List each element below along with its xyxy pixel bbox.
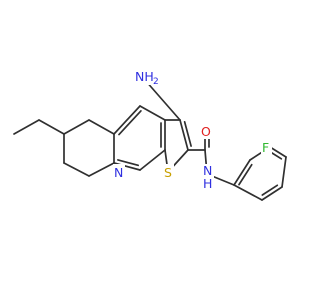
thiophene-sulfur-label: S (163, 164, 174, 180)
amide-nh-label: N H (202, 163, 214, 191)
bond-nR-c8a-inner (117, 159, 139, 167)
pyridine-nitrogen-label: N (113, 164, 125, 180)
amino-group-label: NH 2 (133, 68, 159, 87)
bond-c4a-c10 (113, 105, 141, 135)
bond-a5-a6 (261, 186, 283, 201)
bond-c8-c8a (88, 162, 115, 177)
bond-c5-c4a (88, 119, 115, 135)
bond-layer (13, 79, 287, 201)
bond-c10-c3a (139, 105, 166, 121)
bond-c2-c3 (179, 119, 189, 151)
amide-n-text: N (203, 163, 212, 178)
molecule-canvas: NH 2 O N H N S F (13, 68, 287, 201)
bond-c4a-c10-inner (118, 110, 142, 136)
bond-c3-nh2 (144, 79, 181, 121)
thiophene-sulfur-text: S (164, 165, 172, 180)
bond-c9a-nR (139, 149, 166, 171)
bond-c2-c3-inner (183, 121, 192, 147)
bond-a1-a2-inner (238, 163, 253, 186)
bond-a4-a5 (281, 156, 287, 188)
atom-label-layer: NH 2 O N H N S F (113, 68, 272, 191)
molecule-structure: NH 2 O N H N S F (13, 68, 287, 201)
carbonyl-oxygen-label: O (200, 123, 212, 139)
amino-subscript-2: 2 (153, 77, 159, 87)
pyridine-nitrogen-text: N (114, 165, 123, 180)
bond-eth1-c6 (38, 119, 65, 135)
bond-a6-a1 (233, 184, 263, 201)
fluorine-label: F (261, 139, 272, 155)
bond-c6-c5 (63, 119, 90, 135)
bond-c7-c8 (63, 162, 90, 177)
bond-a5-a6-inner (261, 184, 279, 196)
bond-eth2-eth1 (13, 119, 40, 135)
bond-a1-a2 (233, 159, 251, 186)
fluorine-text: F (262, 140, 269, 155)
bond-a3-a4 (269, 146, 287, 158)
bond-a3-a4-inner (269, 151, 283, 160)
amide-h-text: H (203, 176, 212, 191)
carbonyl-oxygen-text: O (201, 124, 211, 139)
amino-nh-text: NH (135, 69, 154, 84)
